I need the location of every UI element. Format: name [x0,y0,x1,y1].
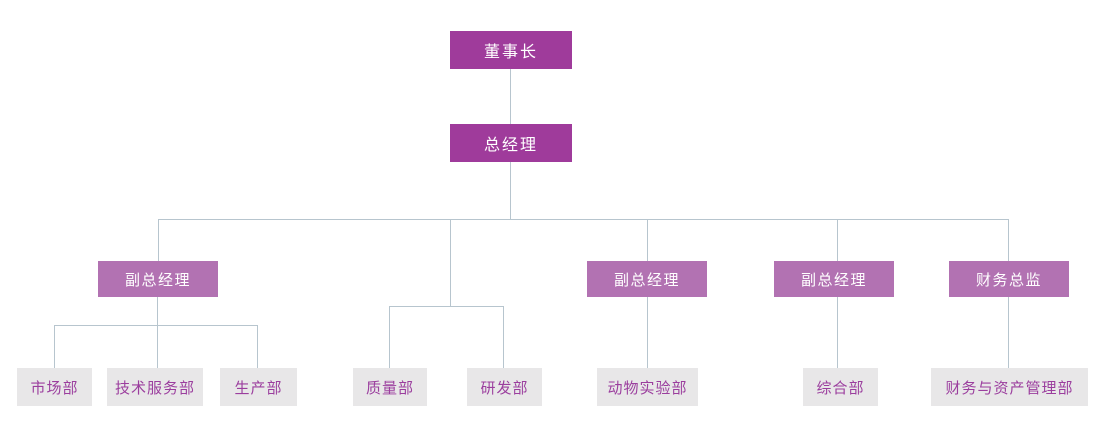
node-dept-quality: 质量部 [353,368,427,406]
connector-drop-vice-gm-1 [158,219,159,261]
connector-drop-rd [503,306,504,368]
connector-drop-vice-gm-2 [647,219,648,261]
connector-main-rail [158,219,1009,220]
node-vice-gm-1: 副总经理 [98,261,218,297]
connector-drop-vice-gm-3 [837,219,838,261]
node-dept-animal-lab: 动物实验部 [597,368,698,406]
node-vice-gm-2: 副总经理 [587,261,707,297]
connector-vice-gm-1-stem [157,297,158,368]
node-dept-rd: 研发部 [467,368,542,406]
node-dept-tech-service: 技术服务部 [107,368,203,406]
node-general-manager: 总经理 [450,124,572,162]
connector-drop-production [257,325,258,368]
connector-vice-gm-2-animal-lab [647,297,648,368]
node-finance-director: 财务总监 [949,261,1069,297]
connector-left-subrail [54,325,258,326]
connector-gm-rail [510,162,511,219]
connector-finance-director-finance-dept [1008,297,1009,368]
node-vice-gm-3: 副总经理 [774,261,894,297]
node-chairman: 董事长 [450,31,572,69]
connector-drop-market [54,325,55,368]
node-dept-finance-asset-mgmt: 财务与资产管理部 [931,368,1088,406]
connector-chairman-gm [510,69,511,124]
connector-vice-gm-3-general-affairs [837,297,838,368]
node-dept-market: 市场部 [17,368,92,406]
connector-drop-finance-director [1008,219,1009,261]
node-dept-general-affairs: 综合部 [803,368,878,406]
connector-stem-middle-branch [450,219,451,306]
connector-middle-subrail [389,306,504,307]
node-dept-production: 生产部 [220,368,297,406]
connector-drop-quality [389,306,390,368]
